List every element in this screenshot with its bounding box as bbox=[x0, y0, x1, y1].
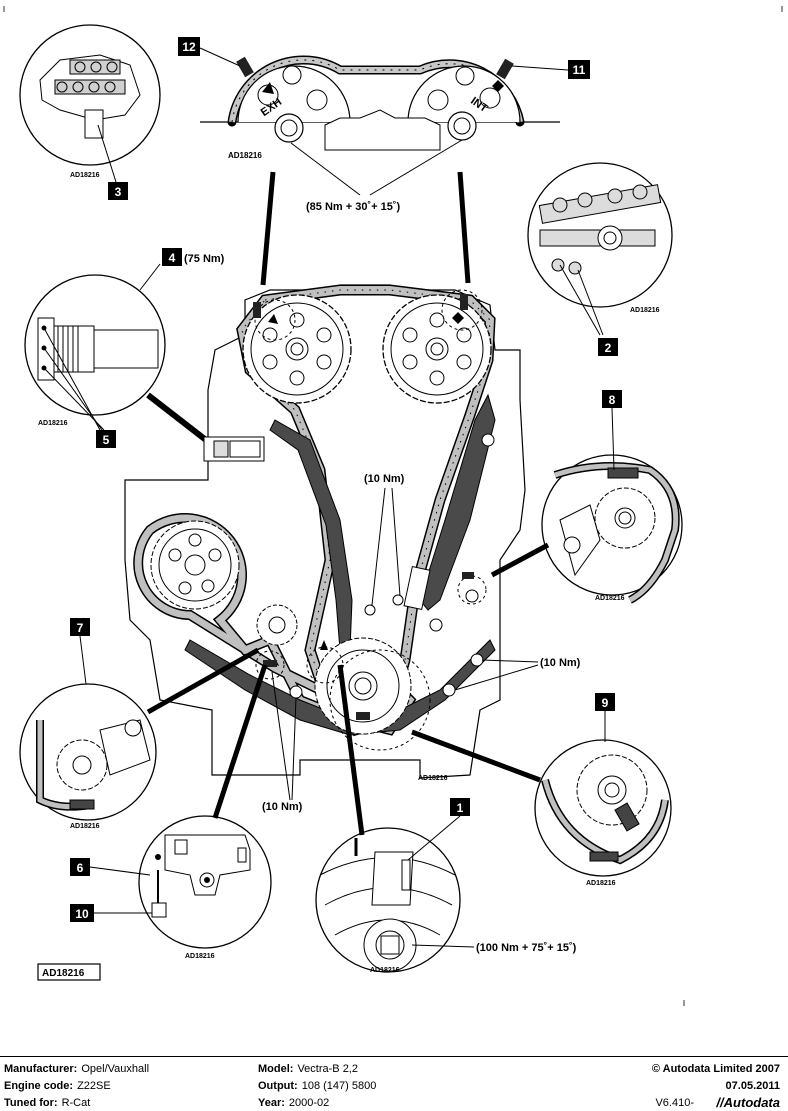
engine-code-value: Z22SE bbox=[77, 1080, 111, 1092]
callout-3 bbox=[108, 182, 128, 200]
tuned-for-row: Tuned for:R-Cat bbox=[4, 1097, 90, 1109]
callout-3-label: 3 bbox=[115, 185, 122, 199]
callout-10-label: 10 bbox=[75, 907, 89, 921]
camshaft-torque-spec: (85 Nm + 30˚+ 15˚) bbox=[306, 201, 400, 213]
timing-chain-diagram: EXH INT AD18216 (85 Nm + 30˚+ 15˚) 12 11… bbox=[3, 6, 783, 1006]
callout-12 bbox=[178, 37, 200, 56]
ref-code-inset-3: AD18216 bbox=[70, 172, 100, 179]
year-value: 2000-02 bbox=[288, 1097, 330, 1109]
exhaust-cam-sprocket bbox=[242, 294, 352, 404]
callout-4 bbox=[162, 248, 182, 266]
engine-code-label: Engine code: bbox=[4, 1080, 74, 1092]
ref-code-box bbox=[37, 963, 101, 981]
tuned-for-value: R-Cat bbox=[61, 1097, 91, 1109]
ref-code-inset-2: AD18216 bbox=[630, 307, 660, 314]
callout-2-label: 2 bbox=[605, 341, 612, 355]
ref-code-boxed: AD18216 bbox=[42, 968, 85, 979]
callout-12-label: 12 bbox=[182, 40, 196, 54]
model-value: Vectra-B 2,2 bbox=[297, 1063, 358, 1075]
model-row: Model:Vectra-B 2,2 bbox=[258, 1063, 358, 1075]
copyright: © Autodata Limited 2007 bbox=[651, 1063, 780, 1075]
callout-11-label: 11 bbox=[573, 63, 586, 77]
ref-code-top: AD18216 bbox=[228, 151, 262, 160]
callout-5-label: 5 bbox=[103, 433, 110, 447]
ref-code-main: AD18216 bbox=[418, 775, 448, 782]
logo-text: Autodata bbox=[723, 1095, 780, 1110]
callout-1 bbox=[450, 798, 470, 816]
autodata-logo: //Autodata bbox=[716, 1095, 780, 1110]
output-value: 108 (147) 5800 bbox=[301, 1080, 377, 1092]
callout-4-label: 4 bbox=[169, 251, 176, 265]
year-label: Year: bbox=[258, 1097, 285, 1109]
callout-1-label: 1 bbox=[457, 801, 464, 815]
print-date: 07.05.2011 bbox=[725, 1080, 780, 1092]
inset-3-circle: AD18216 bbox=[19, 24, 161, 179]
ref-code-inset-1: AD18216 bbox=[370, 967, 400, 974]
callout-6-label: 6 bbox=[77, 861, 84, 875]
callout-10 bbox=[70, 904, 94, 922]
callout-5 bbox=[96, 430, 116, 448]
ref-code-inset-7: AD18216 bbox=[70, 823, 100, 830]
camshaft-sprockets-inset: EXH INT AD18216 (85 Nm + 30˚+ 15˚) bbox=[200, 55, 560, 213]
inset-8-circle: AD18216 bbox=[541, 454, 683, 604]
inset-4-5-circle: AD18216 bbox=[24, 263, 166, 431]
sprocket-torque-spec: (75 Nm) bbox=[184, 253, 225, 265]
callout-2 bbox=[598, 338, 618, 356]
ref-code-inset-4: AD18216 bbox=[38, 420, 68, 427]
left-guide-torque-spec: (10 Nm) bbox=[262, 801, 303, 813]
callout-8-label: 8 bbox=[609, 393, 616, 407]
upper-guide-torque-spec: (10 Nm) bbox=[364, 473, 405, 485]
ref-code-inset-6: AD18216 bbox=[185, 953, 215, 960]
manufacturer-value: Opel/Vauxhall bbox=[81, 1063, 150, 1075]
model-label: Model: bbox=[258, 1063, 294, 1075]
year-row: Year:2000-02 bbox=[258, 1097, 329, 1109]
manufacturer-row: Manufacturer:Opel/Vauxhall bbox=[4, 1063, 149, 1075]
callout-7 bbox=[70, 618, 90, 636]
inset-9-circle: AD18216 bbox=[534, 739, 672, 887]
callout-6 bbox=[70, 858, 90, 876]
inset-1-circle: AD18216 bbox=[315, 827, 461, 974]
tuned-for-label: Tuned for: bbox=[4, 1097, 58, 1109]
output-label: Output: bbox=[258, 1080, 298, 1092]
callout-11 bbox=[568, 60, 590, 79]
engine-code-row: Engine code:Z22SE bbox=[4, 1080, 111, 1092]
output-row: Output:108 (147) 5800 bbox=[258, 1080, 376, 1092]
callout-7-label: 7 bbox=[77, 621, 84, 635]
manufacturer-label: Manufacturer: bbox=[4, 1063, 78, 1075]
right-guide-torque-spec: (10 Nm) bbox=[540, 657, 581, 669]
footer: Manufacturer:Opel/Vauxhall Engine code:Z… bbox=[0, 1056, 788, 1111]
crankshaft-torque-spec: (100 Nm + 75˚+ 15˚) bbox=[476, 942, 577, 954]
doc-code: V6.410- bbox=[655, 1097, 694, 1109]
ref-code-inset-9: AD18216 bbox=[586, 880, 616, 887]
logo-slashes: // bbox=[716, 1095, 724, 1110]
intake-cam-sprocket bbox=[382, 289, 492, 404]
inset-2-circle: AD18216 bbox=[527, 162, 673, 336]
callout-9-label: 9 bbox=[602, 696, 609, 710]
inset-6-10-circle: AD18216 bbox=[138, 815, 272, 960]
callout-9 bbox=[595, 693, 615, 711]
ref-code-inset-8: AD18216 bbox=[595, 595, 625, 602]
inset-7-circle: AD18216 bbox=[19, 683, 157, 830]
callout-8 bbox=[602, 390, 622, 408]
